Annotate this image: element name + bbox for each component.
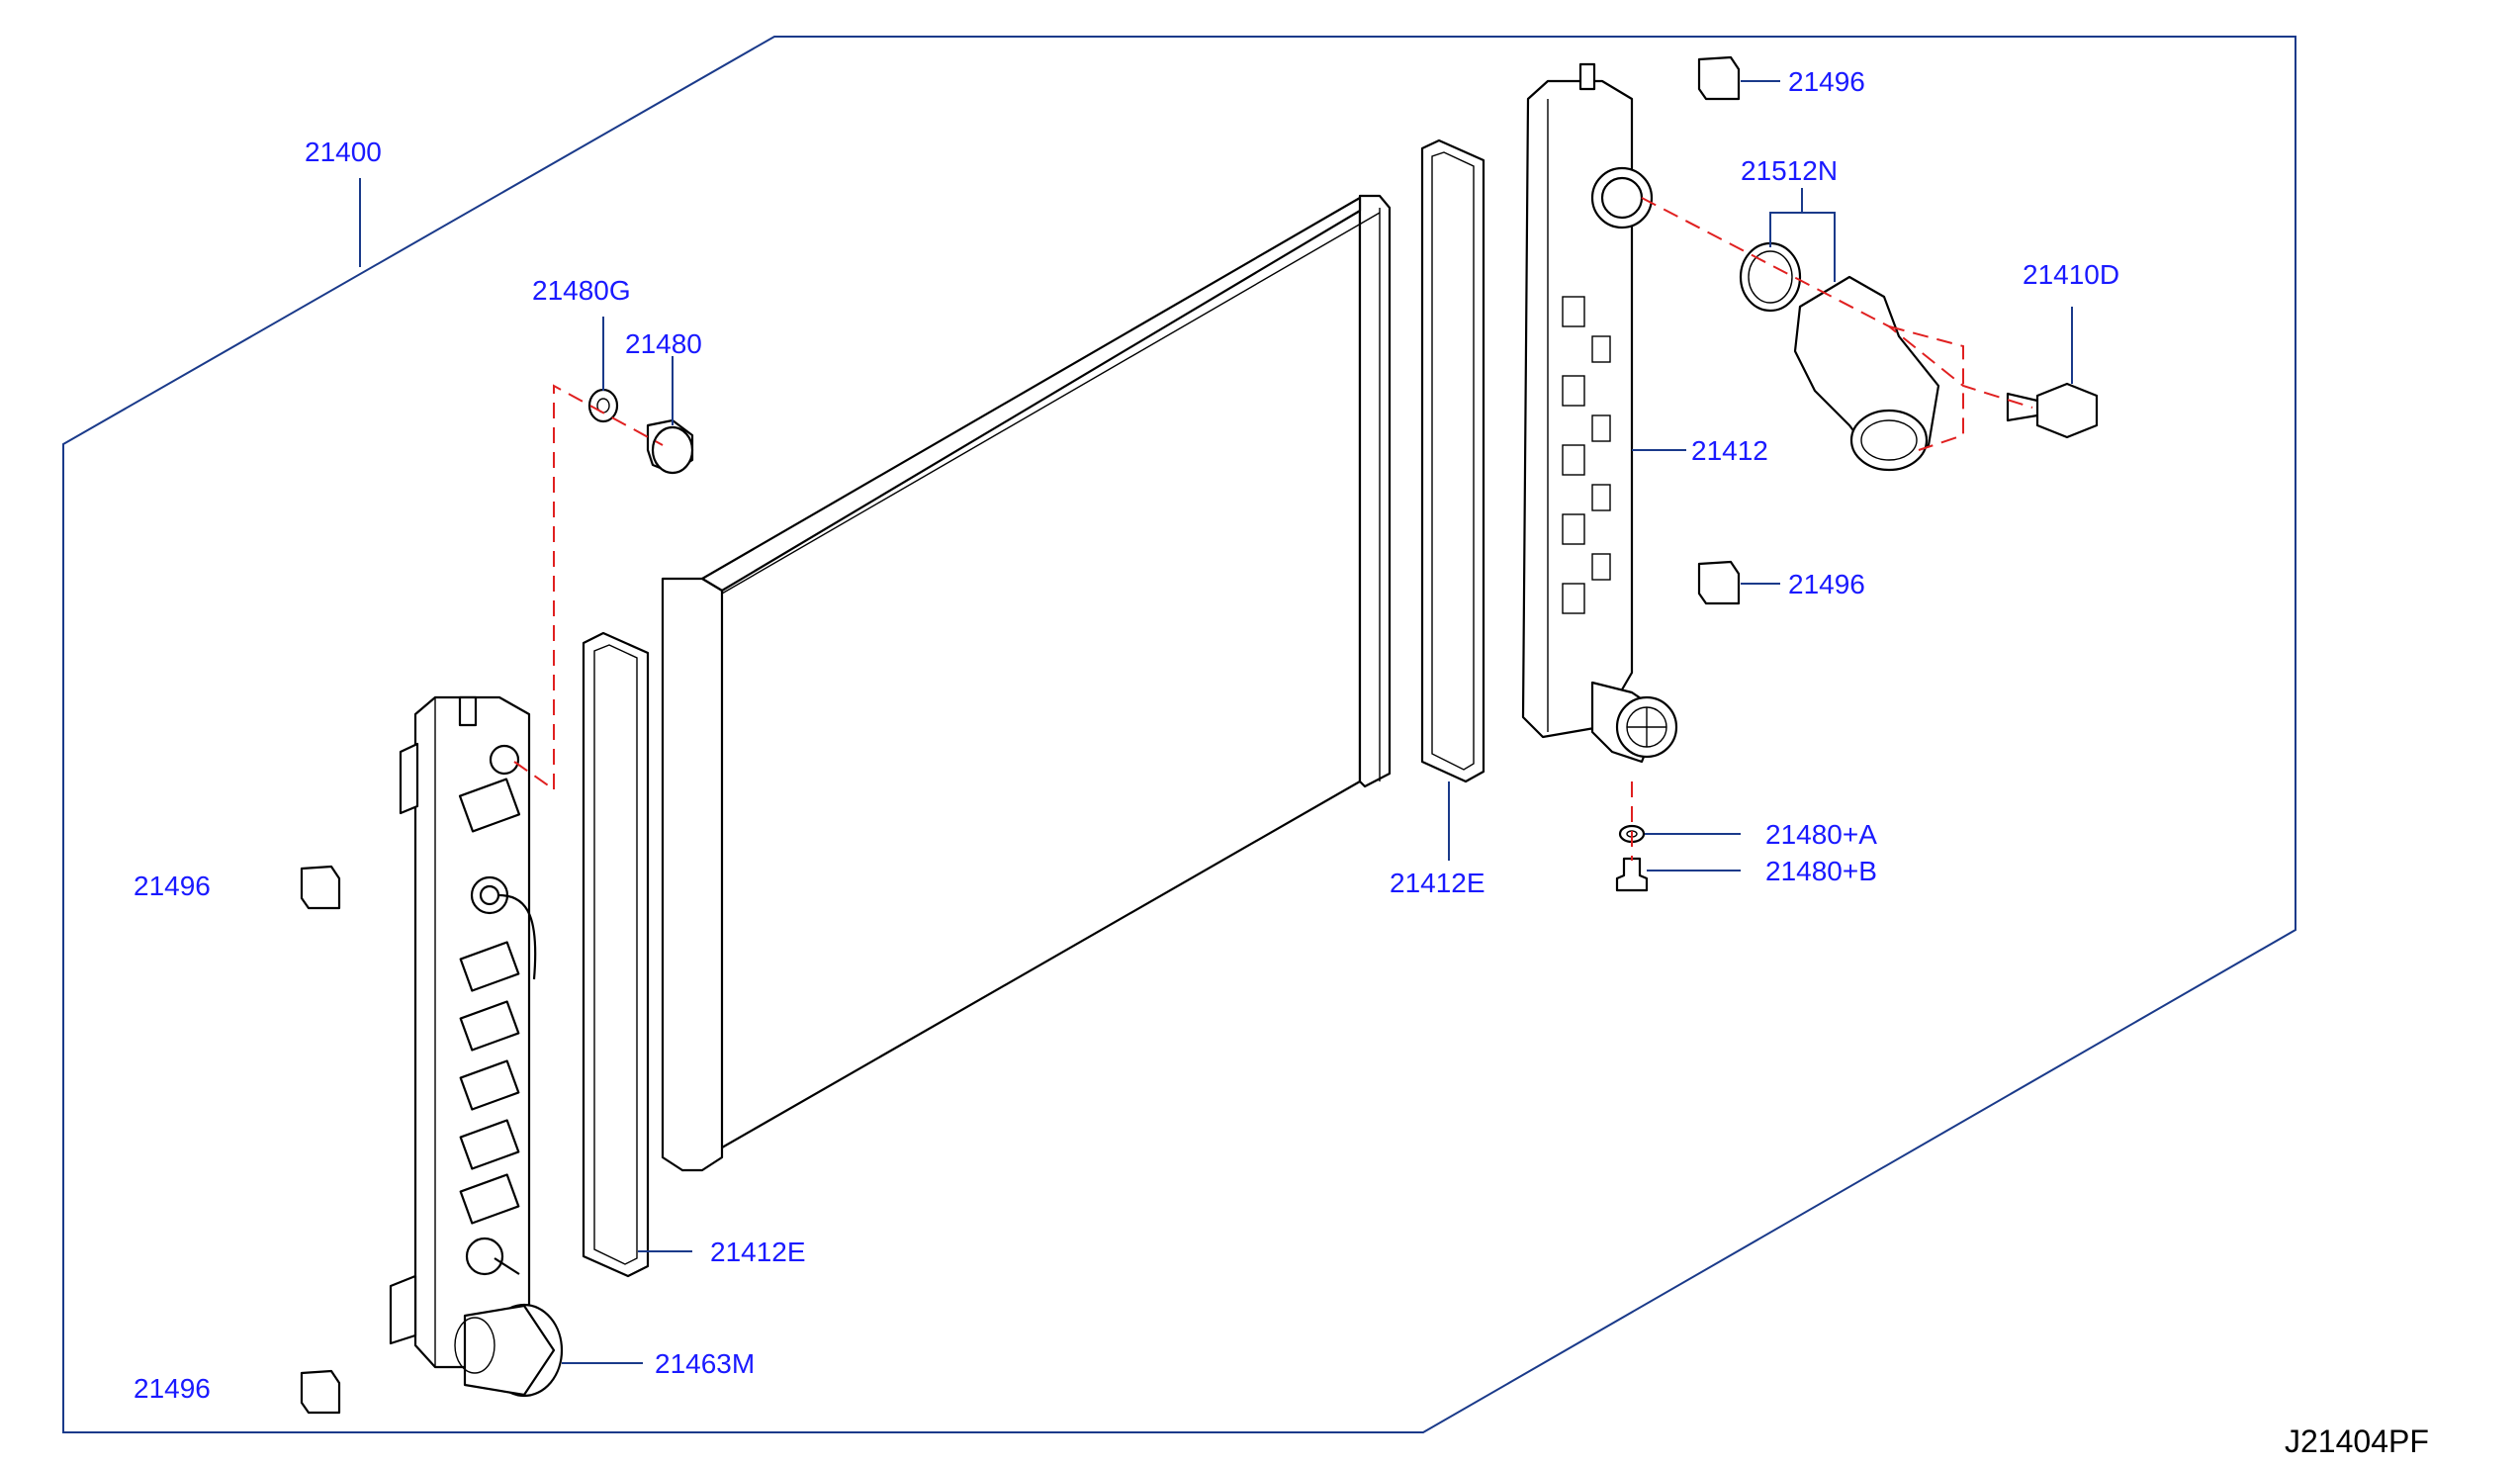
right-tank	[1521, 62, 1678, 764]
seal-right	[1420, 138, 1485, 783]
label-seal-right: 21412E	[1390, 868, 1485, 898]
radiator-core	[661, 194, 1392, 1172]
dashed-guides	[513, 197, 2033, 861]
diagram-code: J21404PF	[2285, 1423, 2429, 1459]
left-tank	[389, 695, 537, 1369]
cushion-top-right	[1697, 55, 1741, 101]
label-gasket-set: 21512N	[1741, 155, 1838, 186]
label-cushion-left-upper: 21496	[134, 871, 211, 901]
outlet-pipe	[1739, 241, 1940, 472]
label-cushion-top-right: 21496	[1788, 66, 1865, 97]
leader-lines	[359, 80, 2073, 1364]
label-right-tank: 21412	[1691, 435, 1768, 466]
bolt	[2006, 382, 2099, 439]
cushion-left-upper	[300, 865, 341, 910]
label-cushion-left-lower: 21496	[134, 1373, 211, 1404]
label-seal-left: 21412E	[710, 1237, 806, 1267]
assembly-frame	[62, 36, 2296, 1433]
cushion-left-lower	[300, 1369, 341, 1415]
label-cushion-mid-right: 21496	[1788, 569, 1865, 599]
bottom-washer-and-plug	[1615, 824, 1649, 892]
label-plug-b: 21480+B	[1765, 856, 1877, 886]
filler-cap	[454, 1303, 564, 1398]
cushion-mid-right	[1697, 560, 1741, 605]
top-washer-and-plug	[587, 388, 694, 475]
label-washer-top: 21480G	[532, 275, 631, 306]
seal-left	[582, 631, 650, 1278]
label-filler-cap: 21463M	[655, 1348, 755, 1379]
label-assembly: 21400	[305, 137, 382, 167]
label-bolt: 21410D	[2023, 259, 2119, 290]
label-drain-plug-top: 21480	[625, 328, 702, 359]
label-washer-a: 21480+A	[1765, 819, 1877, 850]
